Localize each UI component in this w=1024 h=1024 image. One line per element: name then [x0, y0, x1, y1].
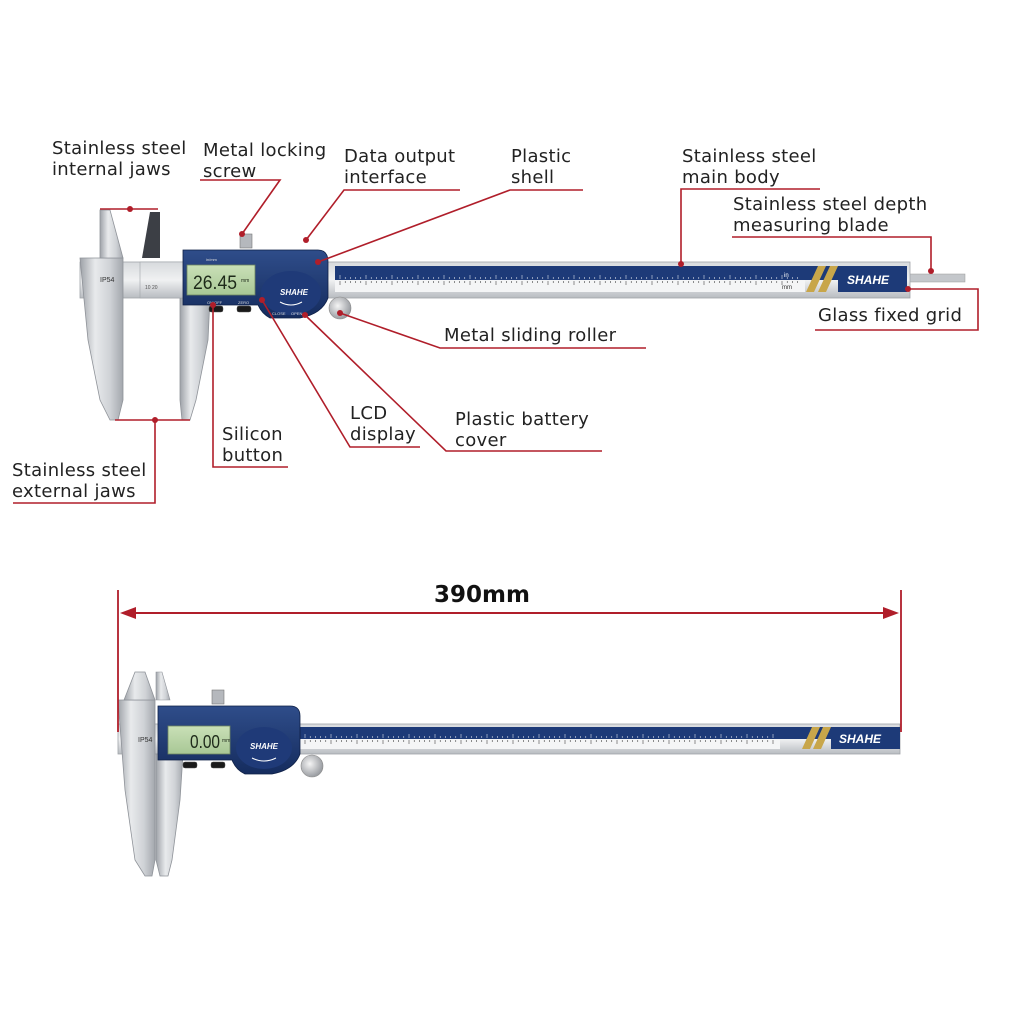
lcd-reading-bottom: 0.00: [190, 732, 220, 752]
locking-screw-bottom: [211, 689, 225, 705]
fixed-jaw: [79, 257, 124, 421]
top-caliper: SHAHE mm in IP54 10 20 26.45 mm in/mm ON…: [79, 209, 966, 421]
sliding-roller[interactable]: [328, 296, 352, 320]
lcd-reading: 26.45: [193, 273, 237, 294]
brand-logo-bottom: SHAHE: [839, 732, 882, 746]
callout-dots: [127, 206, 934, 423]
in-unit: in: [784, 273, 789, 279]
label-glass-grid: Glass fixed grid: [818, 305, 963, 326]
moving-jaw-bottom: [155, 753, 184, 877]
sliding-roller-bottom[interactable]: [300, 754, 324, 778]
open-label: OPEN: [291, 311, 302, 316]
bottom-caliper: SHAHE IP54 0.00 mm SHAHE: [117, 671, 901, 877]
scale-ticks: [339, 275, 798, 285]
dimension-label: 390mm: [434, 582, 530, 608]
mm-unit: mm: [782, 285, 792, 291]
mm-scale: [335, 280, 805, 292]
svg-text:SHAHE: SHAHE: [250, 742, 279, 751]
moving-internal-jaw: [142, 212, 160, 258]
ip-rating: IP54: [100, 277, 115, 284]
zero-button[interactable]: [236, 305, 252, 313]
scale-ticks-bottom: [304, 734, 774, 744]
fixed-jaw-bottom: [117, 699, 156, 877]
dimension-line: [117, 590, 902, 732]
zero-button-bottom[interactable]: [210, 761, 226, 769]
locking-screw: [239, 233, 253, 249]
close-label: CLOSE: [272, 311, 286, 316]
ip-rating-bottom: IP54: [138, 737, 153, 744]
lcd-screen-bottom: [167, 725, 231, 755]
svg-text:10 20: 10 20: [145, 285, 158, 291]
scale-strip: [335, 266, 907, 280]
fixed-internal-jaw: [99, 209, 124, 259]
lcd-unit: mm: [241, 278, 249, 284]
svg-text:mm: mm: [222, 738, 230, 744]
moving-jaw: [179, 297, 211, 421]
zero-label: ZERO: [238, 300, 249, 305]
power-label: ON/OFF: [207, 300, 223, 305]
mode-label: in/mm: [206, 257, 218, 262]
power-button-bottom[interactable]: [182, 761, 198, 769]
svg-text:SHAHE: SHAHE: [280, 288, 309, 297]
lcd-screen: [186, 264, 256, 296]
brand-logo: SHAHE: [847, 273, 890, 287]
gold-stripes: [806, 266, 826, 292]
body-logo-badge: [261, 271, 321, 315]
label-sliding-roller: Metal sliding roller: [444, 325, 617, 346]
depth-blade: [904, 273, 966, 283]
